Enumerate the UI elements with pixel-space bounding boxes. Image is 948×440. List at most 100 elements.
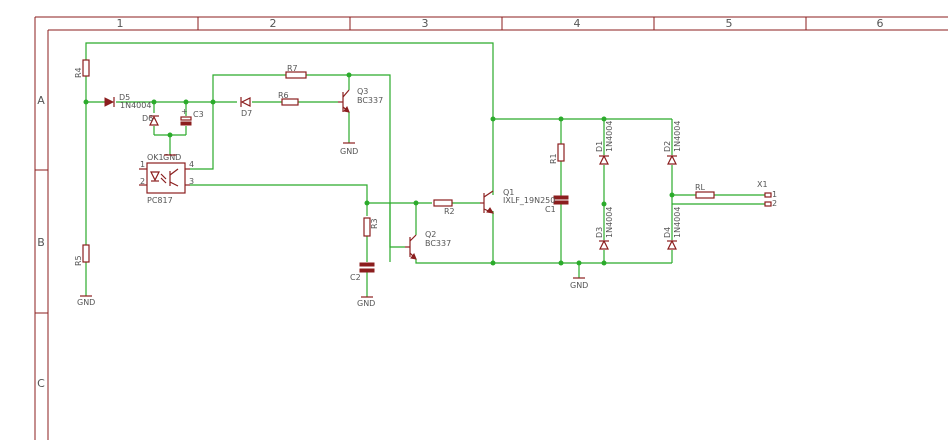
connector-x1[interactable]: X1 1 2 xyxy=(757,180,777,208)
r4-label: R4 xyxy=(74,67,83,78)
resistor-r6[interactable]: R6 xyxy=(278,91,299,106)
ok1-pin1: 1 xyxy=(140,160,145,169)
ok1-pin2: 2 xyxy=(140,177,145,186)
gnd-label: GND xyxy=(570,281,588,290)
gnd-symbol-c2: GND xyxy=(357,296,375,308)
capacitor-c3[interactable]: + C3 xyxy=(180,107,204,126)
column-label-1: 1 xyxy=(117,17,124,30)
junction-dot xyxy=(364,200,370,206)
gnd-label: GND xyxy=(340,147,358,156)
d7-label: D7 xyxy=(241,109,252,118)
d3-label: D3 xyxy=(595,227,604,238)
junction-dot xyxy=(490,116,496,122)
resistor-r4[interactable]: R4 xyxy=(74,59,90,78)
column-label-3: 3 xyxy=(422,17,429,30)
diode-d6[interactable]: D6 xyxy=(142,114,159,126)
q1-value: IXLF_19N250 xyxy=(503,196,555,205)
x1-pin2: 2 xyxy=(772,199,777,208)
junction-dot xyxy=(210,99,216,105)
junction-dot xyxy=(601,260,607,266)
junctions xyxy=(83,72,675,266)
r3-label: R3 xyxy=(370,218,379,229)
gnd-label: GND xyxy=(357,299,375,308)
junction-dot xyxy=(601,116,607,122)
junction-dot xyxy=(151,99,157,105)
junction-dot xyxy=(601,201,607,207)
d4-label: D4 xyxy=(663,227,672,238)
diode-d7[interactable]: D7 xyxy=(240,97,252,118)
d2-label: D2 xyxy=(663,141,672,152)
r6-label: R6 xyxy=(278,91,289,100)
junction-dot xyxy=(83,99,89,105)
q3-value: BC337 xyxy=(357,96,383,105)
d5-value: 1N4004 xyxy=(120,101,151,110)
diode-d4[interactable]: D4 1N4004 xyxy=(663,207,682,250)
ok1-label: OK1 xyxy=(147,153,164,162)
d1-label: D1 xyxy=(595,141,604,152)
column-label-4: 4 xyxy=(574,17,581,30)
c1-label: C1 xyxy=(545,205,556,214)
d2-value: 1N4004 xyxy=(673,121,682,152)
column-label-5: 5 xyxy=(726,17,733,30)
resistor-r5[interactable]: R5 xyxy=(74,244,90,266)
junction-dot xyxy=(167,132,173,138)
column-label-2: 2 xyxy=(270,17,277,30)
row-label-b: B xyxy=(37,236,45,249)
junction-dot xyxy=(413,200,419,206)
gnd-symbol-bridge: GND xyxy=(570,277,588,290)
junction-dot xyxy=(669,192,675,198)
x1-pin1: 1 xyxy=(772,190,777,199)
x1-label: X1 xyxy=(757,180,768,189)
d1-value: 1N4004 xyxy=(605,121,614,152)
q3-label: Q3 xyxy=(357,87,368,96)
capacitor-c1[interactable]: C1 xyxy=(545,195,569,214)
row-label-a: A xyxy=(37,94,45,107)
gnd-label: GND xyxy=(77,298,95,307)
transistor-q2[interactable]: Q2 BC337 xyxy=(405,230,451,260)
drawing-frame: 1 2 3 4 5 6 A B C xyxy=(34,16,948,440)
r1-label: R1 xyxy=(549,153,558,164)
gnd-symbol-q3: GND xyxy=(340,142,358,156)
column-label-6: 6 xyxy=(877,17,884,30)
diode-d1[interactable]: D1 1N4004 xyxy=(595,121,614,165)
ok1-value: PC817 xyxy=(147,196,173,205)
d5-label: D5 xyxy=(119,93,130,102)
gnd-symbol-left: GND xyxy=(77,295,95,307)
junction-dot xyxy=(558,116,564,122)
transistor-q1[interactable]: Q1 IXLF_19N250 xyxy=(480,188,555,214)
resistor-rl[interactable]: RL xyxy=(695,183,715,199)
junction-dot xyxy=(490,260,496,266)
row-label-c: C xyxy=(37,377,45,390)
d3-value: 1N4004 xyxy=(605,207,614,238)
r5-label: R5 xyxy=(74,255,83,266)
resistor-r3[interactable]: R3 xyxy=(363,217,379,237)
rl-label: RL xyxy=(695,183,706,192)
r7-label: R7 xyxy=(287,64,298,73)
junction-dot xyxy=(183,99,189,105)
diode-d2[interactable]: D2 1N4004 xyxy=(663,121,682,165)
wires xyxy=(85,42,765,297)
q1-label: Q1 xyxy=(503,188,514,197)
r2-label: R2 xyxy=(444,207,455,216)
ok1-gnd-label: GND xyxy=(163,153,181,162)
ok1-pin4: 4 xyxy=(189,160,194,169)
c3-plus: + xyxy=(181,107,188,116)
optocoupler-ok1[interactable]: OK1 GND PC817 1 2 3 4 xyxy=(139,153,194,205)
diode-d3[interactable]: D3 1N4004 xyxy=(595,207,614,250)
q2-value: BC337 xyxy=(425,239,451,248)
resistor-r1[interactable]: R1 xyxy=(549,143,565,164)
c2-label: C2 xyxy=(350,273,361,282)
resistor-r7[interactable]: R7 xyxy=(285,64,307,79)
capacitor-c2[interactable]: C2 xyxy=(350,262,375,282)
resistor-r2[interactable]: R2 xyxy=(433,199,455,216)
q2-label: Q2 xyxy=(425,230,436,239)
d6-label: D6 xyxy=(142,114,153,123)
d4-value: 1N4004 xyxy=(673,207,682,238)
diode-d5[interactable]: D5 1N4004 xyxy=(104,93,151,110)
junction-dot xyxy=(558,260,564,266)
junction-dot xyxy=(576,260,582,266)
ok1-pin3: 3 xyxy=(189,177,194,186)
junction-dot xyxy=(346,72,352,78)
transistor-q3[interactable]: Q3 BC337 xyxy=(338,87,383,113)
